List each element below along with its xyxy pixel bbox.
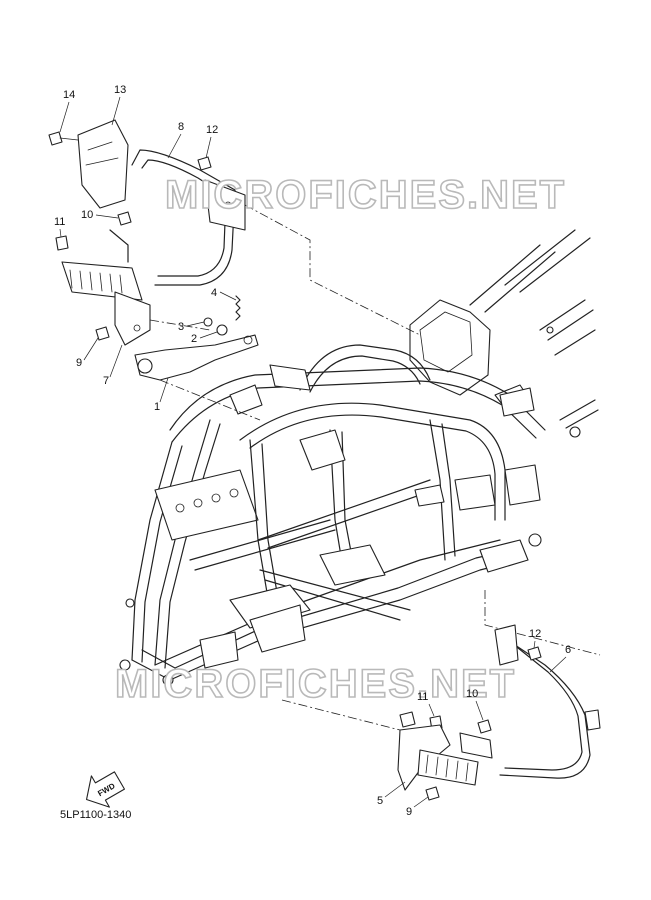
callout-8: 8: [167, 121, 184, 159]
bolt-10: [117, 211, 132, 226]
callout-10-top: 10: [81, 209, 119, 221]
bolt-14: [48, 131, 79, 146]
svg-text:8: 8: [178, 121, 184, 133]
svg-text:11: 11: [417, 691, 428, 703]
callout-9-bottom: 9: [406, 796, 429, 818]
callout-10-bottom: 10: [466, 688, 484, 721]
svg-text:10: 10: [466, 688, 478, 700]
callout-1: 1: [154, 377, 169, 413]
svg-text:11: 11: [54, 216, 65, 228]
washer-2: [216, 324, 228, 336]
callout-11-top: 11: [54, 216, 65, 238]
svg-text:6: 6: [565, 644, 571, 656]
callout-4: 4: [211, 287, 237, 301]
bolt-12: [197, 156, 212, 171]
callout-12-bottom: 12: [529, 628, 541, 649]
pin-3: [203, 317, 213, 327]
nut-11: [55, 235, 69, 251]
watermark-bottom: MICROFICHES.NET: [115, 662, 516, 706]
bolt-9-lower: [425, 786, 440, 801]
footrest-assembly-right: [281, 590, 601, 801]
callout-7: 7: [103, 344, 123, 387]
main-frame: [119, 229, 599, 686]
forward-arrow-icon: FWD: [85, 771, 126, 808]
callout-13: 13: [111, 84, 126, 126]
footrest-7: [61, 261, 151, 346]
watermark-top: MICROFICHES.NET: [165, 173, 566, 217]
svg-text:4: 4: [211, 287, 217, 299]
svg-text:13: 13: [114, 84, 126, 96]
callout-12-top: 12: [205, 124, 218, 159]
spring-4: [235, 295, 241, 321]
svg-text:14: 14: [63, 89, 75, 101]
part-code: 5LP1100-1340: [60, 809, 131, 821]
callout-9-top: 9: [76, 337, 99, 369]
callout-5: 5: [377, 781, 406, 807]
callout-11-bottom: 11: [417, 691, 435, 717]
callout-2: 2: [191, 331, 218, 345]
bracket-8: [131, 149, 236, 286]
svg-text:12: 12: [529, 628, 541, 640]
svg-text:7: 7: [103, 375, 109, 387]
svg-text:9: 9: [76, 357, 82, 369]
svg-text:3: 3: [178, 321, 184, 333]
callout-14: 14: [59, 89, 75, 133]
callout-6: 6: [549, 644, 571, 673]
svg-text:5: 5: [377, 795, 383, 807]
svg-text:10: 10: [81, 209, 93, 221]
bolt-10-lower: [477, 719, 492, 734]
svg-text:9: 9: [406, 806, 412, 818]
callout-3: 3: [178, 321, 205, 333]
svg-text:12: 12: [206, 124, 218, 136]
cover-plate-13: [77, 119, 129, 209]
brake-arm-1: [134, 334, 259, 381]
bolt-9: [95, 326, 110, 341]
footrest-assembly-left: [48, 119, 421, 421]
svg-text:1: 1: [154, 401, 160, 413]
footrest-5: [397, 711, 493, 791]
svg-text:2: 2: [191, 333, 197, 345]
bolt-12-lower: [527, 646, 542, 661]
